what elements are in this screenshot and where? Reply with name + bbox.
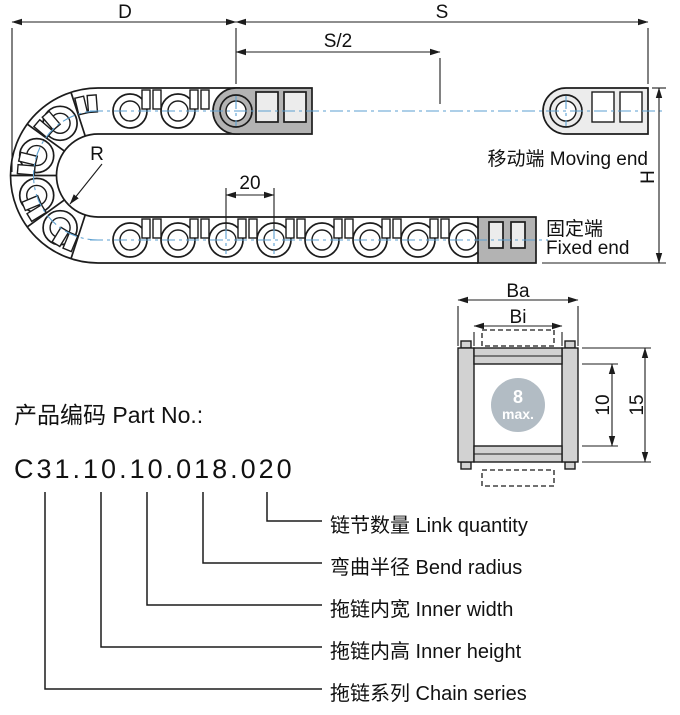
dim-bi-label: Bi xyxy=(509,307,527,328)
pitch-dimension xyxy=(225,188,275,229)
fixed-end-label-en: Fixed end xyxy=(546,238,630,259)
fixed-end-label-cn: 固定端 xyxy=(546,219,604,240)
part-number-code: C31.10.10.018.020 xyxy=(14,454,295,484)
chain-bottom-run xyxy=(98,216,484,264)
legend-inner-height: 拖链内高 Inner height xyxy=(330,641,522,663)
part-number-leader-lines xyxy=(44,492,322,690)
dim-r-label: R xyxy=(90,144,104,165)
dim-ba-label: Ba xyxy=(506,281,530,302)
dim-h-label: H xyxy=(638,170,659,184)
legend-chain-series: 拖链系列 Chain series xyxy=(330,683,527,705)
dim-pitch-label: 20 xyxy=(239,173,261,194)
height-dimension xyxy=(542,87,666,264)
cross-section xyxy=(457,329,579,487)
dim-s-half-label: S/2 xyxy=(323,31,353,52)
legend-inner-width: 拖链内宽 Inner width xyxy=(330,599,514,621)
dim-outer-height-label: 15 xyxy=(627,394,648,416)
dim-d-label: D xyxy=(118,2,132,23)
legend-link-quantity: 链节数量 Link quantity xyxy=(330,515,528,537)
chain-top-run xyxy=(98,87,240,135)
max-cable-badge: 8 max. xyxy=(491,378,545,432)
centerlines xyxy=(33,96,662,254)
part-number-heading: 产品编码 Part No.: xyxy=(14,402,204,428)
dim-s-label: S xyxy=(435,2,449,23)
chain-bend xyxy=(9,87,99,264)
radius-leader xyxy=(69,163,103,205)
cross-section-dimensions xyxy=(457,296,651,463)
moving-end-label: 移动端 Moving end xyxy=(487,149,648,170)
dim-inner-height-label: 10 xyxy=(593,394,614,416)
max-cable-value: 8 xyxy=(512,387,523,408)
max-cable-suffix: max. xyxy=(502,406,534,423)
top-dimensions xyxy=(11,18,649,172)
legend-bend-radius: 弯曲半径 Bend radius xyxy=(330,557,523,579)
